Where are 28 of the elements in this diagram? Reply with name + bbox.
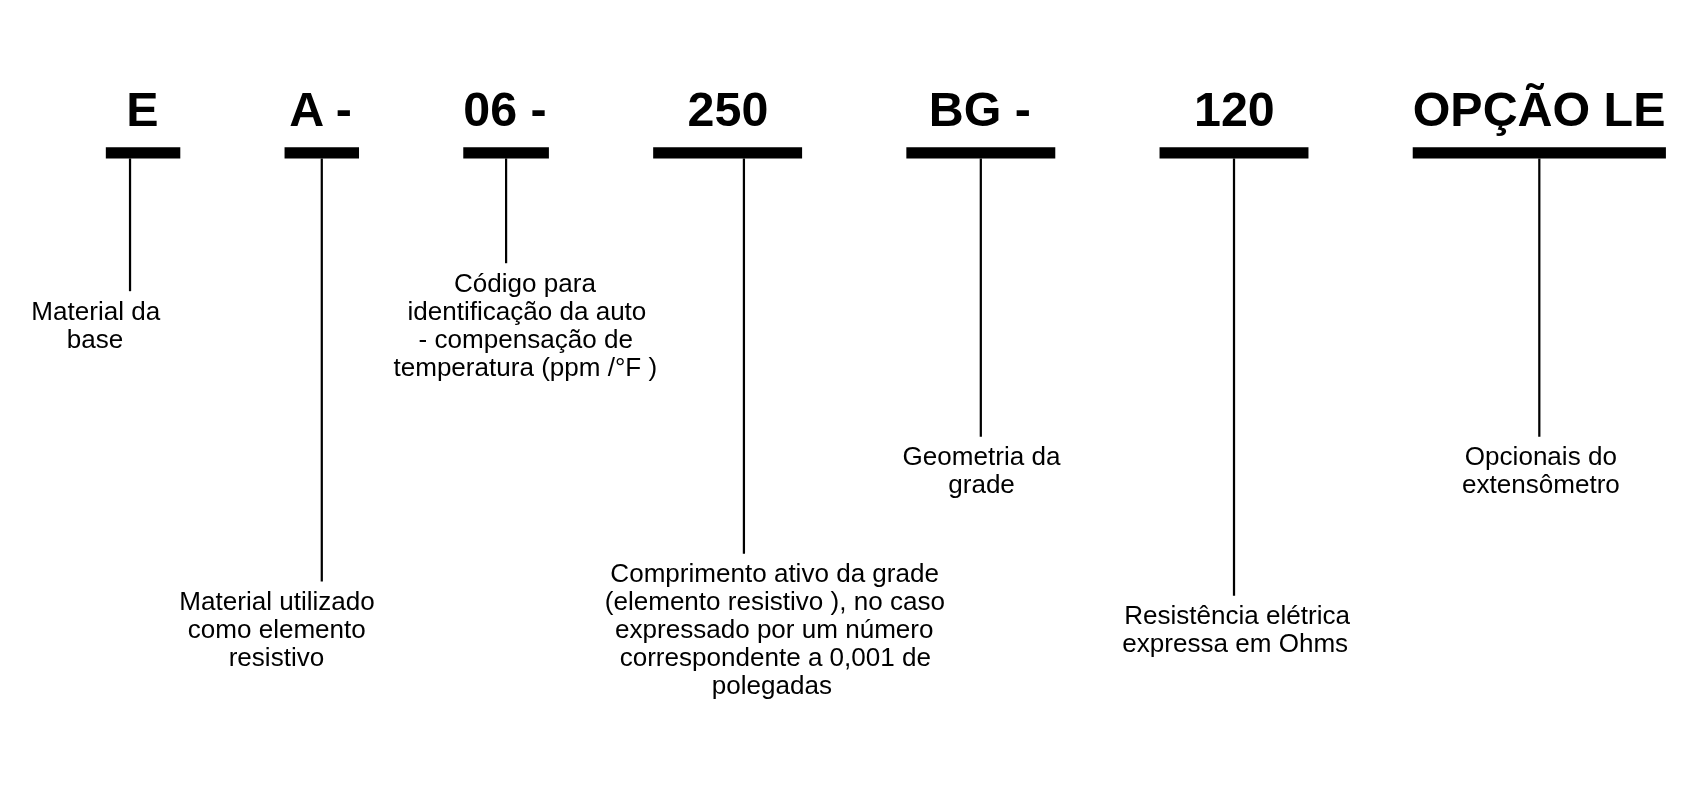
node-bar bbox=[1159, 147, 1309, 159]
node-bar bbox=[284, 147, 359, 159]
node-text: Código para identificação da auto - compensação de temperatura (ppm /°F ) bbox=[393, 267, 658, 382]
node-text: Comprimento ativo da grade (elemento resistivo ), no caso expressado por um número correspondente a 0,001 de polegadas bbox=[604, 558, 945, 701]
node-bar bbox=[906, 147, 1056, 159]
connector bbox=[1538, 158, 1541, 437]
connector bbox=[1232, 158, 1236, 596]
node-label: OPÇÃO LE bbox=[1412, 82, 1666, 137]
node-bar bbox=[463, 147, 549, 159]
node-bar bbox=[105, 147, 181, 159]
node-bar bbox=[1412, 147, 1666, 159]
node-text: Opcionais do extensômetro bbox=[1462, 441, 1620, 499]
connector bbox=[742, 158, 746, 554]
connector bbox=[504, 158, 508, 264]
node-bar bbox=[653, 147, 803, 159]
connector bbox=[320, 158, 323, 582]
node-label: 120 bbox=[1193, 82, 1275, 137]
node-label: 250 bbox=[687, 82, 769, 137]
connector bbox=[128, 158, 132, 292]
node-label: 06 - bbox=[463, 82, 547, 137]
connector bbox=[979, 158, 982, 437]
node-text: Resistência elétrica expressa em Ohms bbox=[1122, 600, 1351, 659]
node-label: E bbox=[126, 82, 159, 137]
node-text: Material utilizado como elemento resistivo bbox=[179, 586, 375, 673]
node-text: Geometria da grade bbox=[902, 441, 1061, 499]
node-label: A - bbox=[289, 82, 352, 137]
node-text: Material da base bbox=[31, 295, 161, 354]
node-label: BG - bbox=[928, 82, 1031, 137]
